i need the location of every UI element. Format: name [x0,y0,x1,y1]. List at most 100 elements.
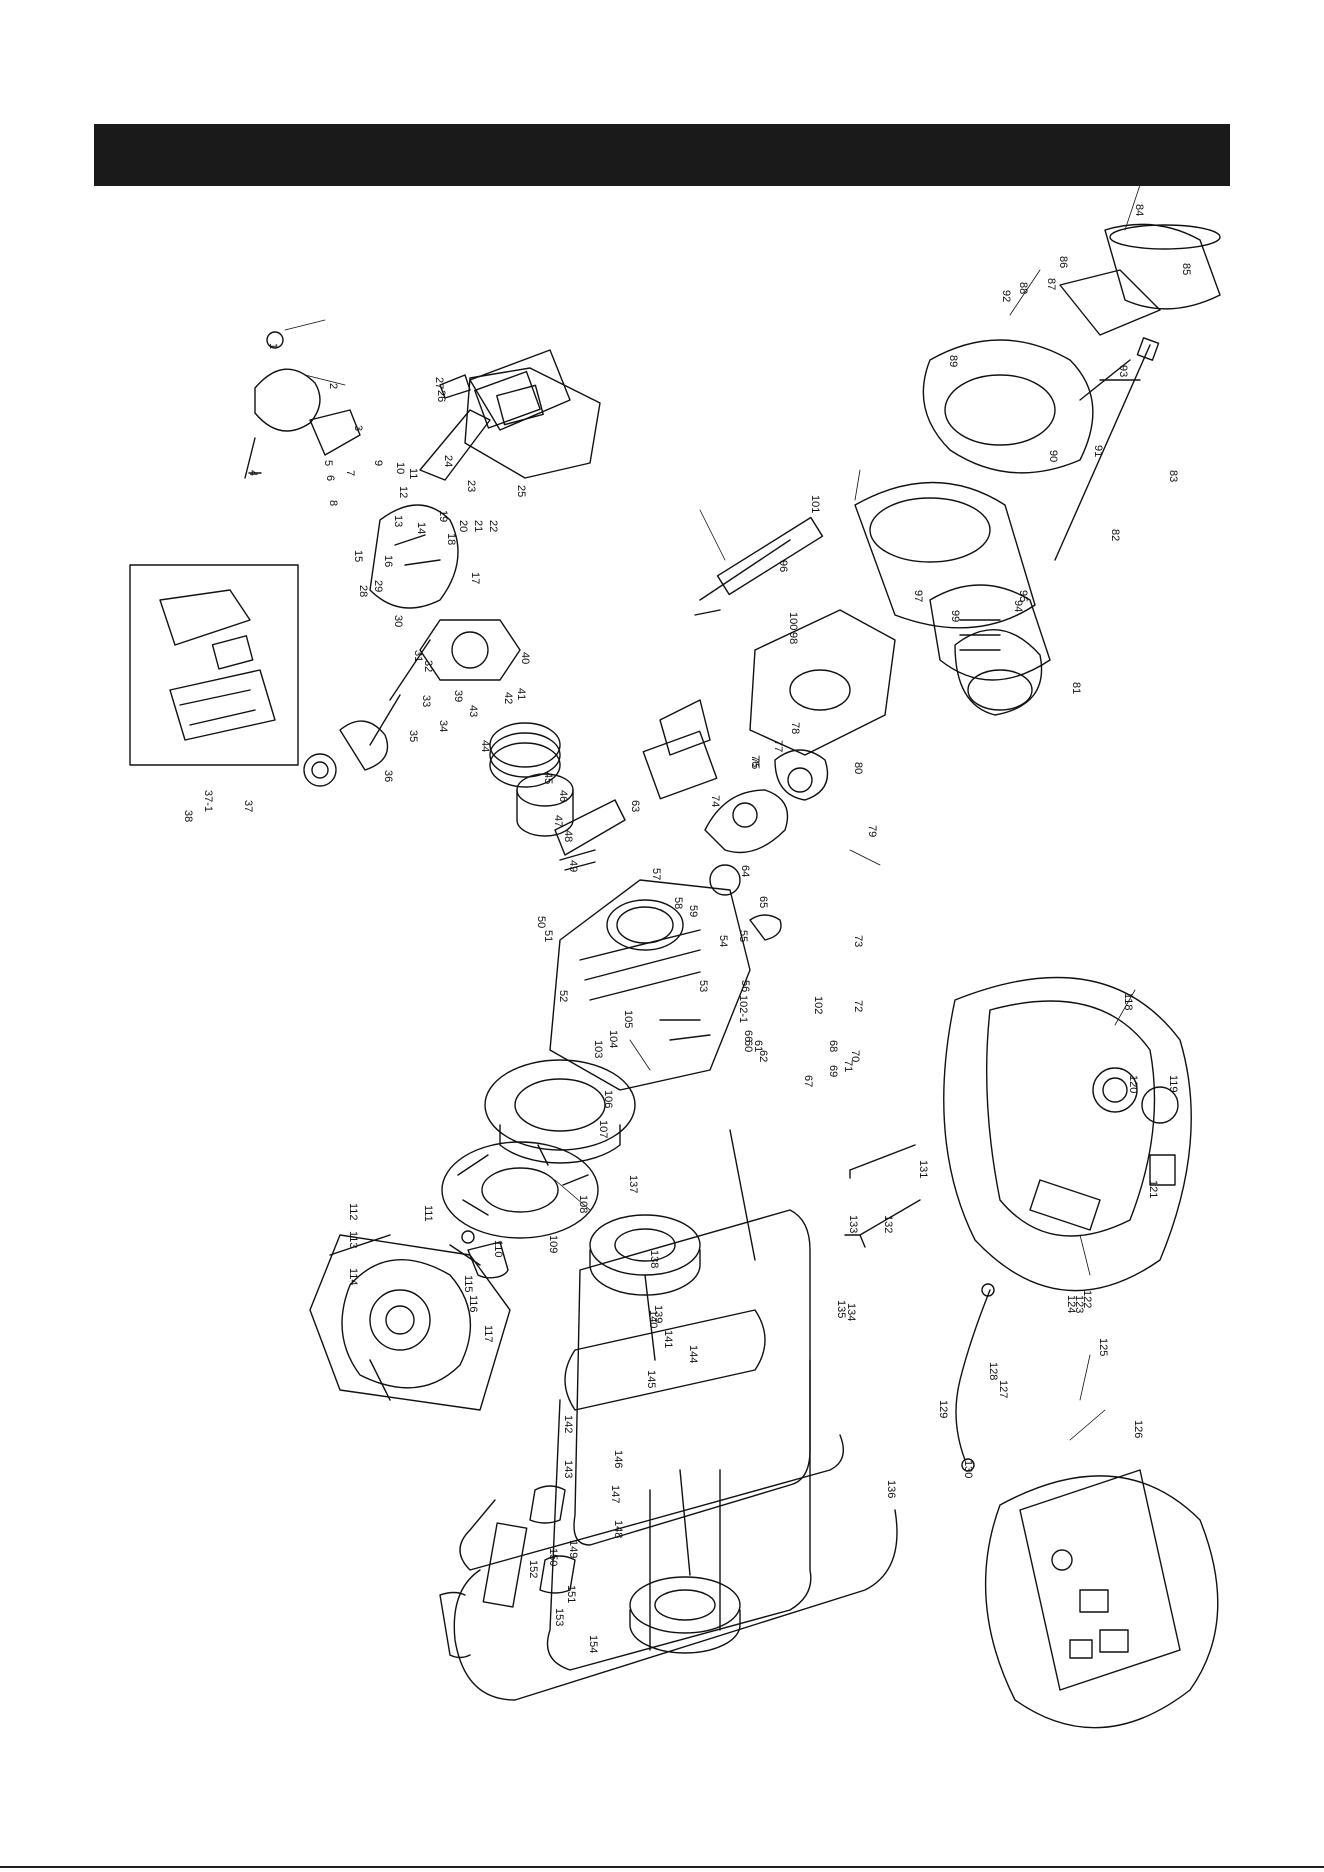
part-number-77: 77 [772,740,784,752]
part-number-145: 145 [645,1370,657,1388]
part-number-152: 152 [527,1560,539,1578]
part-number-119: 119 [1167,1075,1179,1093]
part-number-83: 83 [1167,470,1179,482]
part-number-79: 79 [866,825,878,837]
part-number-45: 45 [542,772,554,784]
leader-lines [284,184,1141,1441]
part-number-11: 11 [407,468,419,479]
part-number-144: 144 [687,1345,699,1363]
part-number-60: 60 [742,1040,754,1052]
crankshaft-group [642,699,829,941]
part-number-67: 67 [802,1075,814,1087]
alternator-group [854,223,1221,716]
handle-and-feet [439,1129,916,1659]
part-number-15: 15 [352,550,364,562]
part-number-142: 142 [562,1415,574,1433]
part-number-57: 57 [650,868,662,880]
flywheel-fan-group [441,1059,636,1279]
part-number-4: 4 [247,470,259,476]
part-number-43: 43 [467,705,479,717]
part-number-113: 113 [347,1231,359,1249]
part-number-1: 1 [267,343,279,349]
part-number-102-1: 102-1 [737,995,749,1023]
part-number-130: 130 [962,1460,974,1478]
part-number-66: 66 [742,1030,754,1042]
part-number-109: 109 [547,1235,559,1253]
part-number-54: 54 [717,935,729,947]
part-number-134: 134 [845,1303,857,1321]
part-number-35: 35 [407,730,419,742]
part-number-100: 100 [787,612,799,630]
fuel-tank [943,976,1192,1292]
footer-rule [0,1866,1324,1868]
recoil-starter [309,1234,511,1411]
part-number-105: 105 [622,1010,634,1028]
crankcase-cover [694,516,896,756]
part-number-116: 116 [467,1295,479,1313]
part-number-3: 3 [352,425,364,431]
control-panel [439,367,601,479]
part-number-8: 8 [327,500,339,506]
part-number-28: 28 [357,585,369,597]
part-number-140: 140 [647,1310,659,1328]
part-number-52: 52 [557,990,569,1002]
part-number-87: 87 [1045,278,1057,290]
part-number-38: 38 [182,810,194,822]
part-number-104: 104 [607,1030,619,1048]
part-number-9: 9 [372,460,384,466]
part-number-138: 138 [648,1250,660,1268]
part-number-154: 154 [587,1635,599,1653]
part-number-90: 90 [1047,450,1059,462]
part-number-78: 78 [789,722,801,734]
part-number-149: 149 [567,1540,579,1558]
part-number-117: 117 [482,1325,494,1343]
part-number-111: 111 [422,1205,434,1222]
part-number-40: 40 [519,652,531,664]
part-number-94: 94 [1012,600,1024,612]
part-number-132: 132 [882,1215,894,1233]
part-number-95: 95 [1017,590,1029,602]
part-number-120: 120 [1127,1075,1139,1093]
part-number-58: 58 [672,897,684,909]
part-number-82: 82 [1109,529,1121,541]
part-number-106: 106 [602,1090,614,1108]
part-number-96: 96 [777,560,789,572]
part-number-24: 24 [442,455,454,467]
part-number-128: 128 [987,1362,999,1380]
part-number-121: 121 [1147,1180,1159,1198]
part-number-27: 27 [433,377,445,389]
header-bar [94,124,1230,186]
part-number-12: 12 [397,486,409,498]
part-number-18: 18 [445,533,457,545]
part-number-33: 33 [420,695,432,707]
part-number-73: 73 [852,935,864,947]
fuel-line [844,1199,995,1472]
part-number-92: 92 [1000,290,1012,302]
part-number-108: 108 [577,1195,589,1213]
part-number-37-1: 37-1 [202,790,214,812]
part-number-146: 146 [612,1450,624,1468]
part-number-85: 85 [1180,263,1192,275]
part-number-65: 65 [757,896,769,908]
part-number-56: 56 [739,980,751,992]
part-number-129: 129 [937,1400,949,1418]
part-number-126: 126 [1132,1420,1144,1438]
part-number-70: 70 [849,1050,861,1062]
part-number-81: 81 [1070,682,1082,694]
part-number-22: 22 [487,520,499,532]
part-number-17: 17 [469,572,481,584]
part-number-14: 14 [415,522,427,534]
air-filter-cover [244,331,361,479]
part-number-141: 141 [662,1330,674,1348]
part-number-98: 98 [787,632,799,644]
part-number-6: 6 [324,475,336,481]
part-number-72: 72 [852,1000,864,1012]
wheels [589,1214,741,1654]
part-number-2: 2 [327,383,339,389]
frame [453,1209,898,1701]
part-number-114: 114 [347,1268,359,1286]
part-number-34: 34 [437,720,449,732]
part-number-147: 147 [609,1485,621,1503]
outlet-panel [984,1469,1219,1729]
part-number-93: 93 [1117,365,1129,377]
